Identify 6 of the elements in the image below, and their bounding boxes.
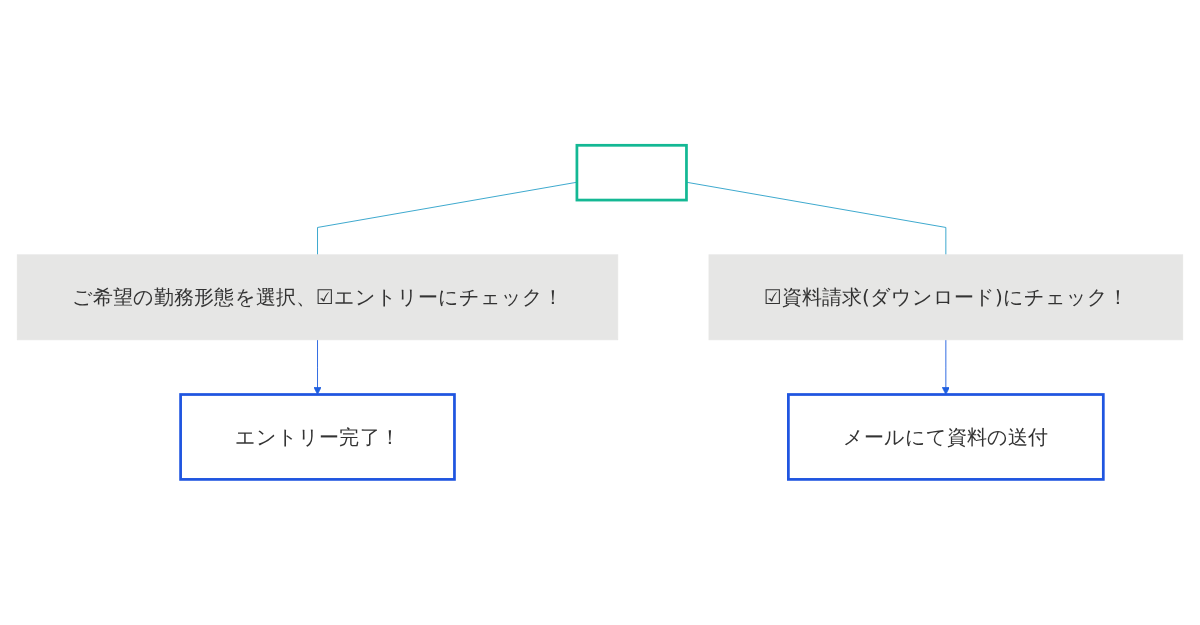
node-box: ☑資料請求(ダウンロード)にチェック！ (708, 254, 1184, 341)
connector (686, 181, 947, 256)
node-box (575, 144, 688, 202)
node-box: ご希望の勤務形態を選択、☑エントリーにチェック！ (16, 254, 619, 341)
node-box: メールにて資料の送付 (787, 393, 1105, 481)
node-box: エントリー完了！ (179, 393, 456, 481)
